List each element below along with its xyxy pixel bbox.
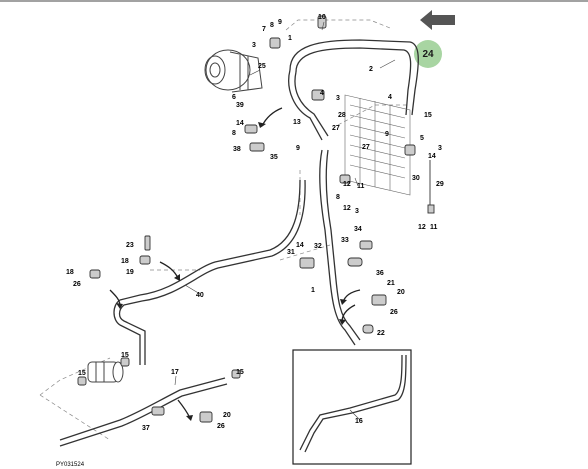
callout-3: 3 <box>355 208 359 215</box>
callout-12: 12 <box>343 181 351 188</box>
leader-lines <box>174 21 396 421</box>
callout-5: 5 <box>420 135 424 142</box>
callout-14: 14 <box>428 153 436 160</box>
condenser-icon <box>344 94 411 196</box>
callout-13: 13 <box>293 119 301 126</box>
callout-36: 36 <box>376 270 384 277</box>
callout-15: 15 <box>424 112 432 119</box>
callout-12: 12 <box>343 205 351 212</box>
callout-labels: 10 7 8 9 3 1 2 25 6 39 14 8 13 38 35 9 4… <box>66 14 444 432</box>
callout-26: 26 <box>217 423 225 430</box>
callout-9: 9 <box>385 131 389 138</box>
callout-35: 35 <box>270 154 278 161</box>
callout-20: 20 <box>397 289 405 296</box>
callout-2: 2 <box>369 66 373 73</box>
clamps-and-brackets <box>77 15 435 423</box>
callout-27: 27 <box>362 144 370 151</box>
callout-39: 39 <box>236 102 244 109</box>
callout-15: 15 <box>236 369 244 376</box>
callout-1: 1 <box>311 287 315 294</box>
callout-3: 3 <box>252 42 256 49</box>
callout-18: 18 <box>66 269 74 276</box>
callout-1: 1 <box>288 35 292 42</box>
compressor-icon <box>204 49 263 93</box>
callout-30: 30 <box>412 175 420 182</box>
callout-4: 4 <box>388 94 392 101</box>
callout-10: 10 <box>318 14 326 21</box>
callout-25: 25 <box>258 63 266 70</box>
callout-21: 21 <box>387 280 395 287</box>
callout-31: 31 <box>287 249 295 256</box>
callout-4: 4 <box>320 90 324 97</box>
callout-7: 7 <box>262 26 266 33</box>
callout-23: 23 <box>126 242 134 249</box>
callout-32: 32 <box>314 243 322 250</box>
callout-20: 20 <box>223 412 231 419</box>
callout-22: 22 <box>377 330 385 337</box>
callout-40: 40 <box>196 292 204 299</box>
callout-8: 8 <box>232 130 236 137</box>
callout-8: 8 <box>336 194 340 201</box>
callout-15: 15 <box>78 370 86 377</box>
callout-17: 17 <box>171 369 179 376</box>
callout-37: 37 <box>142 425 150 432</box>
receiver-dryer-icon <box>87 361 124 383</box>
callout-26: 26 <box>73 281 81 288</box>
callout-33: 33 <box>341 237 349 244</box>
callout-3: 3 <box>438 145 442 152</box>
callout-18: 18 <box>121 258 129 265</box>
front-direction-arrow-icon <box>420 10 455 30</box>
callout-14: 14 <box>296 242 304 249</box>
callout-11: 11 <box>430 224 438 231</box>
callout-9: 9 <box>278 19 282 26</box>
callout-27: 27 <box>332 125 340 132</box>
callout-6: 6 <box>232 94 236 101</box>
inset-detail-frame <box>292 349 412 465</box>
callout-8: 8 <box>270 22 274 29</box>
callout-19: 19 <box>126 269 134 276</box>
callout-28: 28 <box>338 112 346 119</box>
callout-38: 38 <box>233 146 241 153</box>
callout-12: 12 <box>418 224 426 231</box>
callout-3: 3 <box>336 95 340 102</box>
figure-reference: PY031524 <box>56 462 85 468</box>
callout-9: 9 <box>296 145 300 152</box>
callout-15: 15 <box>121 352 129 359</box>
callout-26: 26 <box>390 309 398 316</box>
callout-29: 29 <box>436 181 444 188</box>
callout-34: 34 <box>354 226 362 233</box>
refrigerant-hoses <box>59 39 419 453</box>
callout-14: 14 <box>236 120 244 127</box>
arrow-heads <box>116 122 347 421</box>
callout-16: 16 <box>355 418 363 425</box>
callout-11: 11 <box>357 183 365 190</box>
